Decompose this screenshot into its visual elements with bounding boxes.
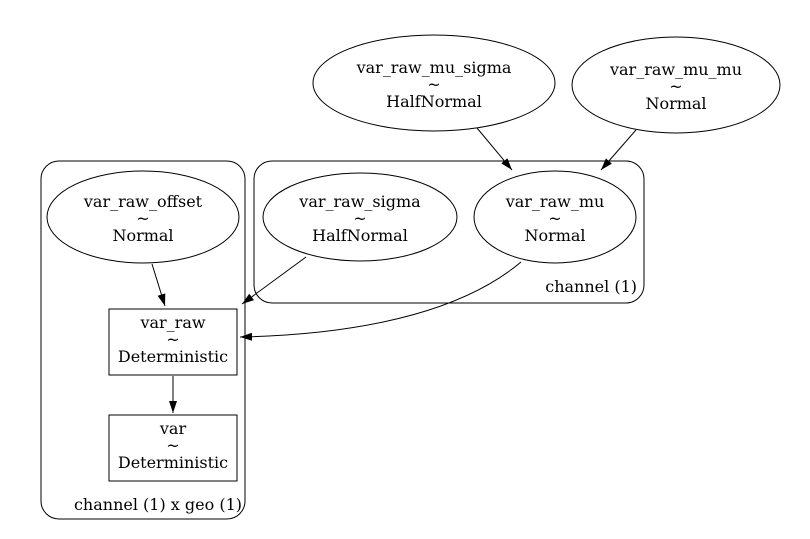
node-var-raw-sigma-name: var_raw_sigma — [298, 192, 421, 211]
node-var-raw-mu-mu-name: var_raw_mu_mu — [609, 60, 742, 79]
node-var-raw: var_raw ~ Deterministic — [108, 308, 238, 376]
node-var-name: var — [159, 419, 187, 438]
node-var-rect — [108, 414, 238, 482]
edge-var-raw-mu-to-var-raw — [239, 261, 522, 341]
node-var-raw-rect — [108, 308, 238, 376]
node-var-raw-name: var_raw — [139, 313, 205, 332]
node-var-raw-offset-ellipse — [46, 170, 240, 264]
node-var-raw-mu-sigma-name: var_raw_mu_sigma — [356, 58, 512, 77]
plate-channel-label: channel (1) — [545, 277, 637, 296]
node-var-raw-offset-tilde: ~ — [136, 209, 149, 228]
node-var-distribution: Deterministic — [118, 453, 228, 472]
node-var-raw-sigma-tilde: ~ — [353, 209, 366, 228]
node-var-raw-mu-mu-distribution: Normal — [645, 94, 706, 113]
plate-channel-x-geo-label: channel (1) x geo (1) — [74, 495, 242, 514]
node-var-raw-mu-sigma-ellipse — [312, 34, 556, 132]
node-var-tilde: ~ — [166, 436, 179, 455]
edge-var-raw-mu-sigma-to-var-raw-mu — [476, 127, 513, 171]
node-var-raw-mu-mu-tilde: ~ — [669, 77, 682, 96]
node-var-raw-offset: var_raw_offset ~ Normal — [46, 170, 240, 264]
node-var-raw-sigma: var_raw_sigma ~ HalfNormal — [262, 172, 458, 262]
node-var-raw-mu: var_raw_mu ~ Normal — [473, 170, 637, 264]
node-var-raw-mu-mu-ellipse — [571, 36, 781, 134]
node-var-raw-mu-sigma-distribution: HalfNormal — [386, 92, 482, 111]
node-var-raw-tilde: ~ — [166, 330, 179, 349]
node-var-raw-sigma-distribution: HalfNormal — [312, 226, 408, 245]
node-var-raw-offset-distribution: Normal — [112, 226, 173, 245]
node-var-raw-offset-name: var_raw_offset — [83, 192, 203, 211]
node-var-raw-mu-sigma: var_raw_mu_sigma ~ HalfNormal — [312, 34, 556, 132]
edge-var-raw-sigma-to-var-raw — [241, 256, 307, 305]
node-var-raw-mu-name: var_raw_mu — [505, 192, 605, 211]
node-var-raw-mu-ellipse — [473, 170, 637, 264]
node-var-raw-mu-mu: var_raw_mu_mu ~ Normal — [571, 36, 781, 134]
node-var-raw-mu-tilde: ~ — [548, 209, 561, 228]
node-var-raw-distribution: Deterministic — [118, 347, 228, 366]
edge-group — [151, 127, 637, 413]
node-var: var ~ Deterministic — [108, 414, 238, 482]
node-var-raw-sigma-ellipse — [262, 172, 458, 262]
edge-var-raw-mu-mu-to-var-raw-mu — [600, 129, 637, 171]
node-var-raw-mu-sigma-tilde: ~ — [427, 75, 440, 94]
edge-var-raw-offset-to-var-raw — [151, 263, 166, 307]
node-var-raw-mu-distribution: Normal — [524, 226, 585, 245]
